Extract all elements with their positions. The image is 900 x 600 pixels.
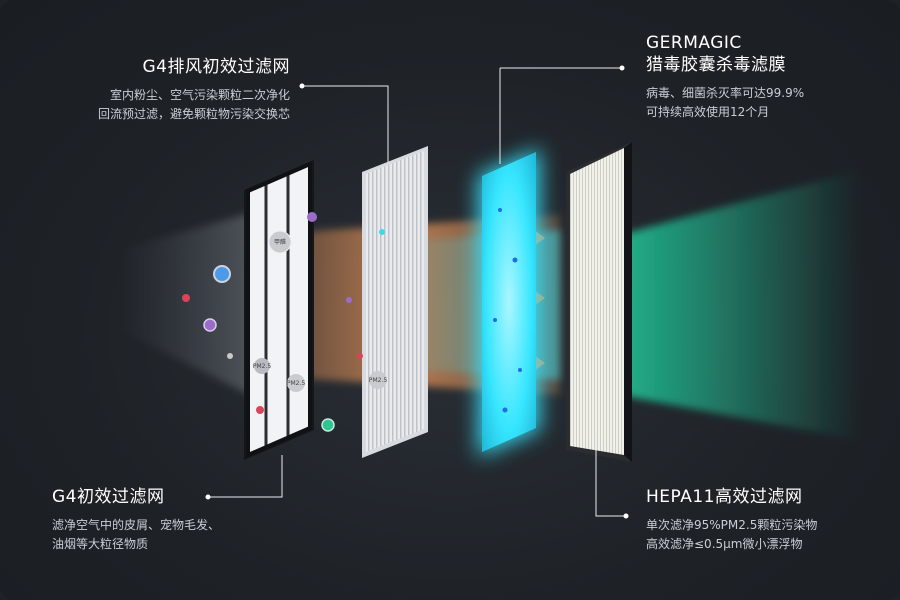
- hepa11-desc: 单次滤净95%PM2.5颗粒污染物 高效滤净≤0.5μm微小漂浮物: [646, 516, 886, 554]
- dusty-air-flow: [120, 210, 260, 400]
- g4-primary-label: G4初效过滤网 滤净空气中的皮屑、宠物毛发、 油烟等大粒径物质: [52, 486, 292, 554]
- desc-line: 可持续高效使用12个月: [646, 105, 770, 119]
- hepa11-label: HEPA11高效过滤网 单次滤净95%PM2.5颗粒污染物 高效滤净≤0.5μm…: [646, 486, 886, 554]
- desc-line: 油烟等大粒径物质: [52, 537, 149, 551]
- particle-label-pm25: PM2.5: [287, 380, 306, 387]
- hepa11-filter: [566, 142, 632, 462]
- desc-line: 高效滤净≤0.5μm微小漂浮物: [646, 537, 803, 551]
- germagic-label: GERMAGIC 猎毒胶囊杀毒滤膜 病毒、细菌杀灭率可达99.9% 可持续高效使…: [646, 32, 886, 122]
- leader-lines: [208, 67, 626, 517]
- g4-primary-filter: [244, 160, 314, 460]
- desc-line: 病毒、细菌杀灭率可达99.9%: [646, 86, 805, 100]
- hepa11-title: HEPA11高效过滤网: [646, 487, 803, 507]
- germagic-subtitle: 猎毒胶囊杀毒滤膜: [646, 55, 786, 75]
- desc-line: 滤净空气中的皮屑、宠物毛发、: [52, 518, 221, 532]
- germagic-membrane: [478, 148, 540, 457]
- g4-exhaust-desc: 室内粉尘、空气污染颗粒二次净化 回流预过滤，避免颗粒物污染交换芯: [40, 86, 290, 124]
- particle-label-pm25: PM2.5: [369, 377, 388, 384]
- desc-line: 回流预过滤，避免颗粒物污染交换芯: [97, 107, 290, 121]
- clean-air-flow: [620, 170, 860, 440]
- g4-exhaust-label: G4排风初效过滤网 室内粉尘、空气污染颗粒二次净化 回流预过滤，避免颗粒物污染交…: [40, 56, 290, 124]
- g4-exhaust-title: G4排风初效过滤网: [142, 57, 290, 77]
- desc-line: 单次滤净95%PM2.5颗粒污染物: [646, 518, 818, 532]
- leader-dots: [205, 65, 629, 519]
- g4-primary-desc: 滤净空气中的皮屑、宠物毛发、 油烟等大粒径物质: [52, 516, 292, 554]
- particle-label-formaldehyde: 甲醛: [274, 238, 286, 246]
- g4-primary-title: G4初效过滤网: [52, 487, 165, 507]
- germagic-desc: 病毒、细菌杀灭率可达99.9% 可持续高效使用12个月: [646, 84, 886, 122]
- particle-label-pm25: PM2.5: [253, 363, 272, 370]
- pollutant-particles: [182, 212, 387, 432]
- germagic-title: GERMAGIC: [646, 33, 742, 53]
- g4-exhaust-filter: [362, 146, 428, 458]
- desc-line: 室内粉尘、空气污染颗粒二次净化: [109, 88, 290, 102]
